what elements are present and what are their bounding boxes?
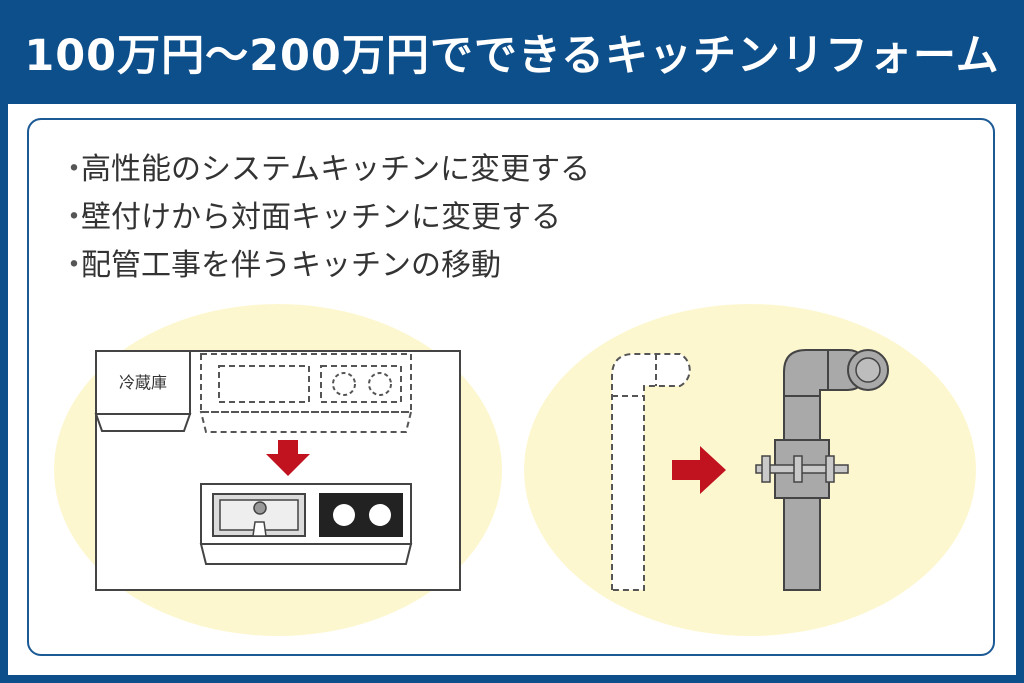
- pipe-elbow-inner: [855, 357, 881, 383]
- new-kitchen-base: [199, 543, 413, 565]
- bolt-icon: [761, 455, 771, 483]
- bullet-item: ・配管工事を伴うキッチンの移動: [59, 248, 501, 283]
- fridge-box: [95, 350, 191, 415]
- kitchen-layout-illustration: 冷蔵庫: [94, 350, 461, 591]
- content-panel: ・高性能のシステムキッチンに変更する ・壁付けから対面キッチンに変更する ・配管…: [8, 104, 1016, 675]
- bullet-text: 配管工事を伴うキッチンの移動: [81, 248, 501, 283]
- right-highlight-circle: [524, 304, 976, 636]
- faucet-handle-icon: [252, 521, 267, 537]
- fridge-label: 冷蔵庫: [119, 373, 167, 392]
- bullet-item: ・壁付けから対面キッチンに変更する: [59, 200, 561, 235]
- old-burner-right: [368, 372, 392, 396]
- down-arrow-icon: [266, 440, 310, 476]
- right-arrow-icon: [672, 446, 726, 494]
- bullet-item: ・高性能のシステムキッチンに変更する: [59, 152, 591, 187]
- bullet-text: 壁付けから対面キッチンに変更する: [81, 200, 561, 235]
- bullet-list: ・高性能のシステムキッチンに変更する ・壁付けから対面キッチンに変更する ・配管…: [59, 146, 590, 290]
- old-kitchen-base: [199, 411, 413, 433]
- old-burner-left: [332, 372, 356, 396]
- pipe-illustration: [611, 349, 889, 591]
- illustrations: 冷蔵庫: [54, 304, 976, 636]
- new-burner-left: [333, 504, 355, 526]
- old-pipe-icon: [611, 353, 691, 591]
- old-stove: [320, 365, 402, 403]
- page-title: 100万円〜200万円でできるキッチンリフォーム: [24, 31, 1000, 81]
- fridge-base: [94, 413, 192, 432]
- bullet-text: 高性能のシステムキッチンに変更する: [81, 152, 591, 187]
- bolt-icon: [825, 455, 835, 483]
- old-sink: [218, 365, 310, 403]
- bolt-icon: [793, 455, 803, 483]
- new-burner-right: [369, 504, 391, 526]
- faucet-icon: [253, 501, 267, 515]
